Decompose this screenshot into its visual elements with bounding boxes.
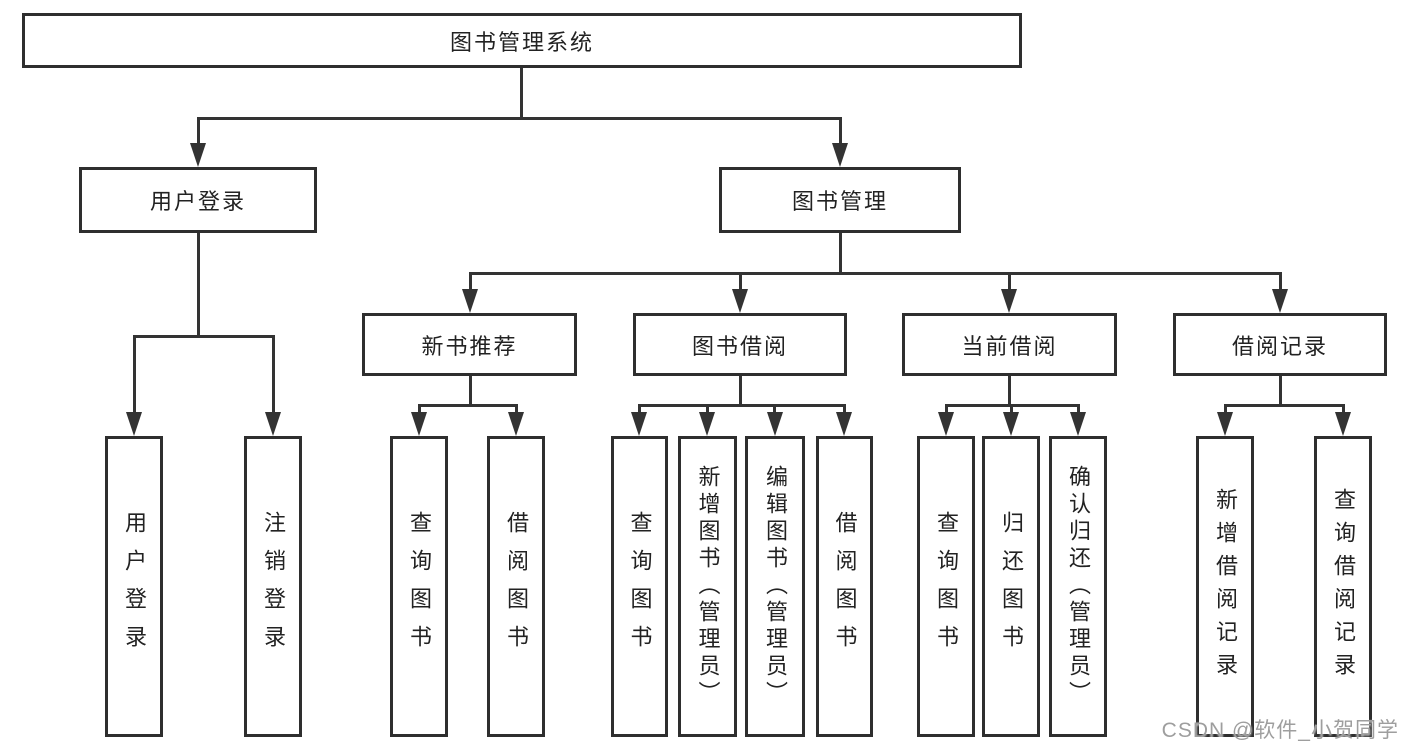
leaf-borrow-book: 借阅图书 — [487, 436, 545, 737]
node-label: 用户登录 — [149, 189, 246, 214]
arrow-down-icon — [462, 289, 478, 313]
leaf-label: 查询图书 — [934, 510, 959, 663]
connector-line — [1279, 374, 1282, 407]
leaf-label: 新增借阅记录 — [1213, 487, 1238, 686]
connector-line — [197, 117, 842, 120]
connector-line — [1279, 272, 1282, 292]
leaf-query-book: 查询图书 — [611, 436, 668, 737]
arrow-down-icon — [699, 412, 715, 436]
connector-line — [638, 404, 846, 407]
connector-line — [469, 374, 472, 407]
connector-line — [1077, 404, 1080, 416]
arrow-down-icon — [411, 412, 427, 436]
arrow-down-icon — [508, 412, 524, 436]
leaf-query-book: 查询图书 — [390, 436, 448, 737]
node-root: 图书管理系统 — [22, 13, 1022, 68]
connector-line — [272, 335, 275, 415]
leaf-label: 借阅图书 — [504, 510, 529, 663]
connector-line — [469, 272, 1282, 275]
arrow-down-icon — [126, 412, 142, 436]
node-book-borrowing: 图书借阅 — [633, 313, 847, 376]
node-label: 新书推荐 — [421, 333, 518, 359]
leaf-user-login: 用户登录 — [105, 436, 163, 737]
node-current-borrowing: 当前借阅 — [902, 313, 1117, 376]
connector-line — [197, 231, 200, 338]
arrow-down-icon — [1003, 412, 1019, 436]
connector-line — [739, 374, 742, 407]
leaf-query-borrow-record: 查询借阅记录 — [1314, 436, 1372, 737]
node-user-login: 用户登录 — [79, 167, 317, 233]
leaf-label: 编辑图书（管理员） — [763, 465, 788, 708]
connector-line — [418, 404, 518, 407]
node-label: 图书借阅 — [691, 333, 788, 359]
leaf-label: 查询图书 — [407, 510, 432, 663]
node-book-management: 图书管理 — [719, 167, 961, 233]
leaf-add-book-admin: 新增图书（管理员） — [678, 436, 737, 737]
connector-line — [706, 404, 709, 416]
node-label: 图书管理 — [791, 189, 888, 214]
connector-line — [773, 404, 776, 416]
arrow-down-icon — [832, 143, 848, 167]
watermark: CSDN @软件_小贺同学 — [1161, 719, 1399, 742]
connector-line — [515, 404, 518, 416]
arrow-down-icon — [631, 412, 647, 436]
leaf-borrow-book: 借阅图书 — [816, 436, 873, 737]
connector-line — [197, 117, 200, 147]
leaf-logout: 注销登录 — [244, 436, 302, 737]
leaf-add-borrow-record: 新增借阅记录 — [1196, 436, 1254, 737]
node-label: 当前借阅 — [961, 333, 1058, 359]
connector-line — [520, 66, 523, 120]
arrow-down-icon — [732, 289, 748, 313]
connector-line — [839, 117, 842, 147]
leaf-label: 查询图书 — [627, 510, 653, 663]
leaf-label: 借阅图书 — [832, 510, 858, 663]
connector-line — [839, 231, 842, 275]
connector-line — [469, 272, 472, 292]
arrow-down-icon — [1217, 412, 1233, 436]
connector-line — [945, 404, 948, 416]
leaf-confirm-return-admin: 确认归还（管理员） — [1049, 436, 1107, 737]
connector-line — [638, 404, 641, 416]
leaf-label: 归还图书 — [999, 510, 1024, 663]
arrow-down-icon — [938, 412, 954, 436]
node-borrowing-records: 借阅记录 — [1173, 313, 1387, 376]
leaf-label: 确认归还（管理员） — [1066, 465, 1091, 708]
connector-line — [1224, 404, 1345, 407]
connector-line — [133, 335, 136, 415]
node-label: 借阅记录 — [1231, 333, 1328, 359]
connector-line — [1008, 374, 1011, 407]
arrow-down-icon — [836, 412, 852, 436]
connector-line — [418, 404, 421, 416]
leaf-query-book: 查询图书 — [917, 436, 975, 737]
arrow-down-icon — [767, 412, 783, 436]
node-label: 图书管理系统 — [449, 29, 594, 55]
arrow-down-icon — [1070, 412, 1086, 436]
connector-line — [1342, 404, 1345, 416]
arrow-down-icon — [1335, 412, 1351, 436]
connector-line — [1010, 404, 1013, 416]
connector-line — [739, 272, 742, 292]
arrow-down-icon — [265, 412, 281, 436]
node-new-book-recommend: 新书推荐 — [362, 313, 577, 376]
leaf-label: 注销登录 — [261, 510, 286, 663]
arrow-down-icon — [1272, 289, 1288, 313]
connector-line — [1008, 272, 1011, 292]
connector-line — [1224, 404, 1227, 416]
connector-line — [133, 335, 275, 338]
leaf-edit-book-admin: 编辑图书（管理员） — [745, 436, 805, 737]
leaf-return-book: 归还图书 — [982, 436, 1040, 737]
arrow-down-icon — [190, 143, 206, 167]
arrow-down-icon — [1001, 289, 1017, 313]
leaf-label: 用户登录 — [122, 510, 147, 663]
leaf-label: 新增图书（管理员） — [695, 465, 721, 708]
leaf-label: 查询借阅记录 — [1331, 487, 1356, 686]
connector-line — [843, 404, 846, 416]
